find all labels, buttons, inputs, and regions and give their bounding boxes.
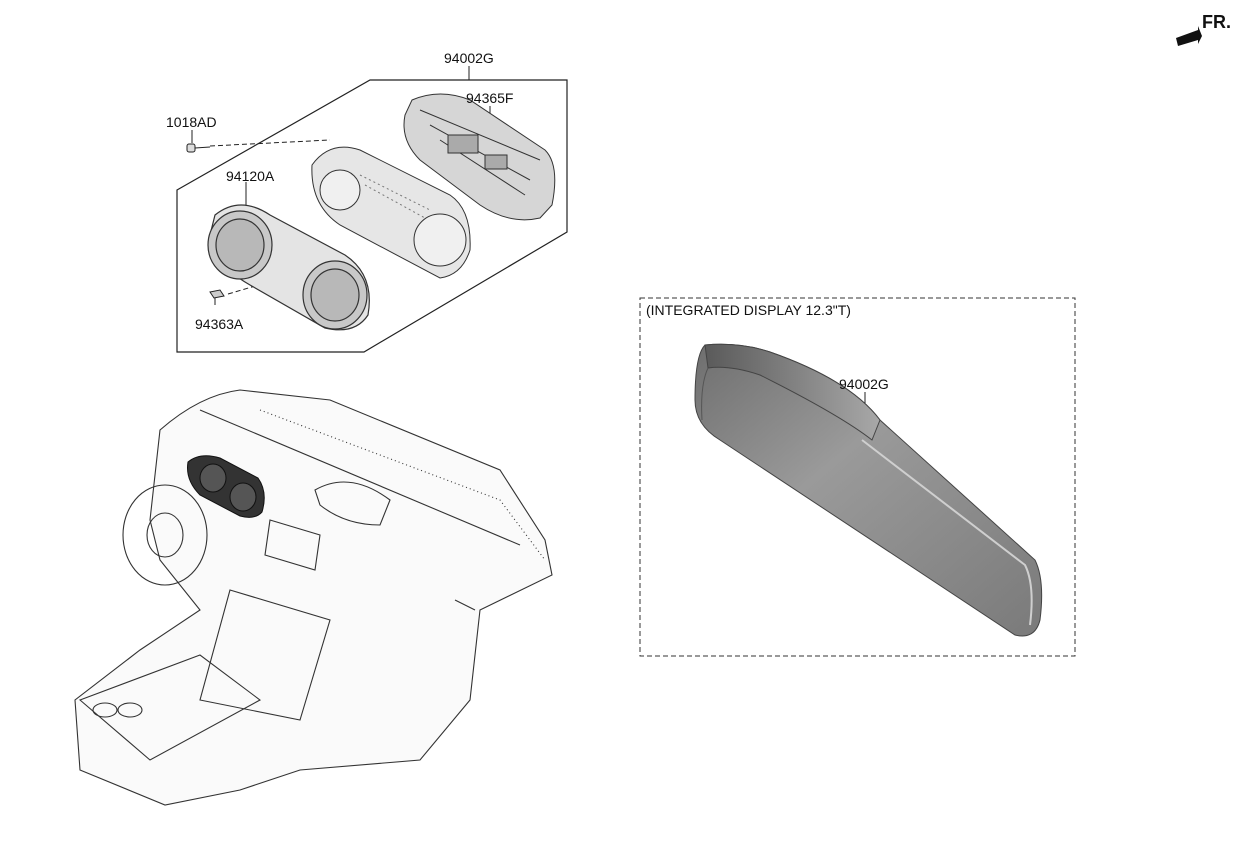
lens-94120a xyxy=(207,204,370,331)
integrated-display-94002g xyxy=(694,343,1043,637)
leader-lines xyxy=(191,66,866,412)
dashboard-overview xyxy=(74,389,553,806)
integrated-display-part-number: 94002G xyxy=(839,376,889,392)
screw-part-number: 1018AD xyxy=(166,114,217,130)
lens-part-number: 94120A xyxy=(226,168,275,184)
assembly-part-number: 94002G xyxy=(444,50,494,66)
integrated-display-frame xyxy=(639,297,1076,657)
clip-94363a xyxy=(209,289,225,299)
dashboard-cluster-highlight xyxy=(187,455,265,518)
front-direction-label: FR. xyxy=(1202,12,1231,32)
front-direction-arrow-icon xyxy=(1176,26,1202,46)
screw-1018ad xyxy=(186,143,211,153)
dial-panel xyxy=(311,146,471,279)
clip-part-number: 94363A xyxy=(195,316,244,332)
cluster-group-frame xyxy=(176,79,568,353)
pcb-part-number: 94365F xyxy=(466,90,514,106)
pcb-94365f xyxy=(403,93,556,221)
integrated-display-title: (INTEGRATED DISPLAY 12.3"T) xyxy=(646,302,851,318)
